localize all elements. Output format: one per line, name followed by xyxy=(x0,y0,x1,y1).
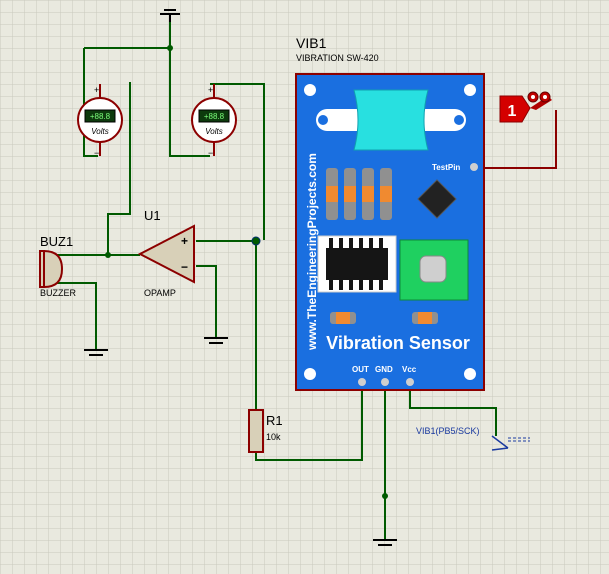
opamp-u1[interactable]: + − U1 OPAMP xyxy=(137,208,195,298)
ground-symbol-sensor[interactable] xyxy=(373,539,397,546)
voltmeter-2-minus-label: − xyxy=(208,148,213,158)
testpin-pad[interactable] xyxy=(470,163,478,171)
pin-vcc-label: Vcc xyxy=(402,365,417,374)
voltmeter-2[interactable]: +88.8 Volts + − xyxy=(191,84,237,158)
sensor-brand-text: www.TheEngineeringProjects.com xyxy=(305,153,319,351)
logic-probe[interactable]: 1 xyxy=(499,91,552,123)
terminal-vib1[interactable]: VIB1(PB5/SCK) xyxy=(416,426,530,451)
voltmeter-1-minus-label: − xyxy=(94,148,99,158)
pin-vcc-pad[interactable] xyxy=(406,378,414,386)
buzzer-buz1[interactable]: BUZ1 BUZZER xyxy=(39,234,77,298)
voltmeter-2-unit: Volts xyxy=(205,127,223,136)
voltmeter-1[interactable]: +88.8 Volts + − xyxy=(77,84,123,158)
voltmeter-1-plus-label: + xyxy=(94,85,99,95)
smd-component-icon xyxy=(330,312,438,324)
smd-resistors-icon xyxy=(326,168,392,220)
opamp-minus-label: − xyxy=(181,260,188,274)
pin-out-label: OUT xyxy=(352,365,369,374)
ground-symbol-top[interactable] xyxy=(160,9,180,22)
opamp-ref: U1 xyxy=(144,208,161,223)
sensor-title: Vibration Sensor xyxy=(326,333,470,353)
resistor-r1[interactable]: R1 10k xyxy=(248,409,283,453)
pin-gnd-pad[interactable] xyxy=(381,378,389,386)
transistor-chip-icon xyxy=(417,179,457,219)
testpin-label: TestPin xyxy=(432,163,460,172)
logic-probe-value: 1 xyxy=(508,103,517,120)
resistor-value: 10k xyxy=(266,432,281,442)
buzzer-name: BUZZER xyxy=(40,288,77,298)
pin-out-pad[interactable] xyxy=(358,378,366,386)
resistor-ref: R1 xyxy=(266,413,283,428)
vibration-switch-icon xyxy=(316,89,466,151)
pin-gnd-label: GND xyxy=(375,365,393,374)
mount-hole xyxy=(464,368,476,380)
mount-hole xyxy=(304,368,316,380)
buzzer-ref: BUZ1 xyxy=(40,234,73,249)
junction-dot xyxy=(167,45,173,51)
junction-dot xyxy=(251,236,261,246)
ic-chip-icon xyxy=(317,235,397,293)
wires xyxy=(56,22,497,540)
potentiometer-icon xyxy=(399,239,469,301)
sensor-model: VIBRATION SW-420 xyxy=(296,53,379,63)
ground-symbol-buzzer[interactable] xyxy=(84,349,108,356)
sensor-ref: VIB1 xyxy=(296,35,327,51)
opamp-name: OPAMP xyxy=(144,288,176,298)
voltmeter-1-unit: Volts xyxy=(91,127,109,136)
testpin-wire xyxy=(480,110,557,169)
vibration-sensor-module[interactable]: VIB1 VIBRATION SW-420 www.TheEngineering… xyxy=(295,35,485,391)
mount-hole xyxy=(464,84,476,96)
voltmeter-2-display: +88.8 xyxy=(204,112,225,121)
junction-dot xyxy=(382,493,388,499)
junction-dot xyxy=(105,252,111,258)
voltmeter-2-plus-label: + xyxy=(208,85,213,95)
terminal-label: VIB1(PB5/SCK) xyxy=(416,426,480,436)
voltmeter-1-display: +88.8 xyxy=(90,112,111,121)
opamp-plus-label: + xyxy=(181,234,188,248)
mount-hole xyxy=(304,84,316,96)
ground-symbol-opamp[interactable] xyxy=(204,337,228,344)
